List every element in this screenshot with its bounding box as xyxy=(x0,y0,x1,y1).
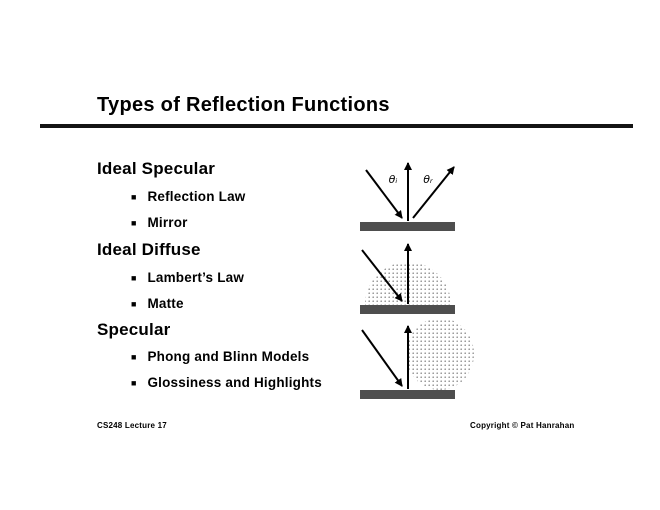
footer-course-label: CS248 Lecture 17 xyxy=(97,421,167,430)
bullet-label: Mirror xyxy=(147,215,188,230)
section-heading-specular: Specular xyxy=(97,320,171,339)
surface-bar xyxy=(360,222,455,231)
incident-ray-arrow xyxy=(361,329,403,387)
bullet-label: Glossiness and Highlights xyxy=(147,375,322,390)
surface-bar xyxy=(360,390,455,399)
bullet-label: Lambert’s Law xyxy=(147,270,245,285)
bullet-square-icon: ■ xyxy=(131,192,137,202)
bullet-item: ■ Phong and Blinn Models xyxy=(131,349,309,364)
footer-copyright: Copyright © Pat Hanrahan xyxy=(470,421,575,430)
bullet-item: ■ Lambert’s Law xyxy=(131,270,244,285)
bullet-item: ■ Mirror xyxy=(131,215,188,230)
title-divider xyxy=(40,124,633,128)
bullet-square-icon: ■ xyxy=(131,218,137,228)
bullet-label: Phong and Blinn Models xyxy=(147,349,310,364)
specular-highlight-lobe xyxy=(406,320,474,390)
bullet-square-icon: ■ xyxy=(131,378,137,388)
bullet-square-icon: ■ xyxy=(131,299,137,309)
bullet-item: ■ Matte xyxy=(131,296,184,311)
bullet-square-icon: ■ xyxy=(131,273,137,283)
bullet-item: ■ Reflection Law xyxy=(131,189,246,204)
surface-bar xyxy=(360,305,455,314)
bullet-label: Matte xyxy=(147,296,184,311)
theta-reflected-label: θᵣ xyxy=(423,173,434,186)
specular-lobe-diagram xyxy=(360,320,474,399)
ideal-specular-diagram: θᵢ θᵣ xyxy=(360,162,455,231)
section-heading-ideal-diffuse: Ideal Diffuse xyxy=(97,240,201,259)
bullet-square-icon: ■ xyxy=(131,352,137,362)
reflected-ray-arrow xyxy=(412,166,455,219)
incident-ray-arrow xyxy=(365,169,403,219)
theta-incident-label: θᵢ xyxy=(389,173,398,186)
section-heading-ideal-specular: Ideal Specular xyxy=(97,159,216,178)
slide-title: Types of Reflection Functions xyxy=(97,94,390,116)
incident-ray-arrow xyxy=(361,249,403,302)
bullet-label: Reflection Law xyxy=(147,189,246,204)
bullet-item: ■ Glossiness and Highlights xyxy=(131,375,322,390)
ideal-diffuse-diagram xyxy=(360,243,455,314)
